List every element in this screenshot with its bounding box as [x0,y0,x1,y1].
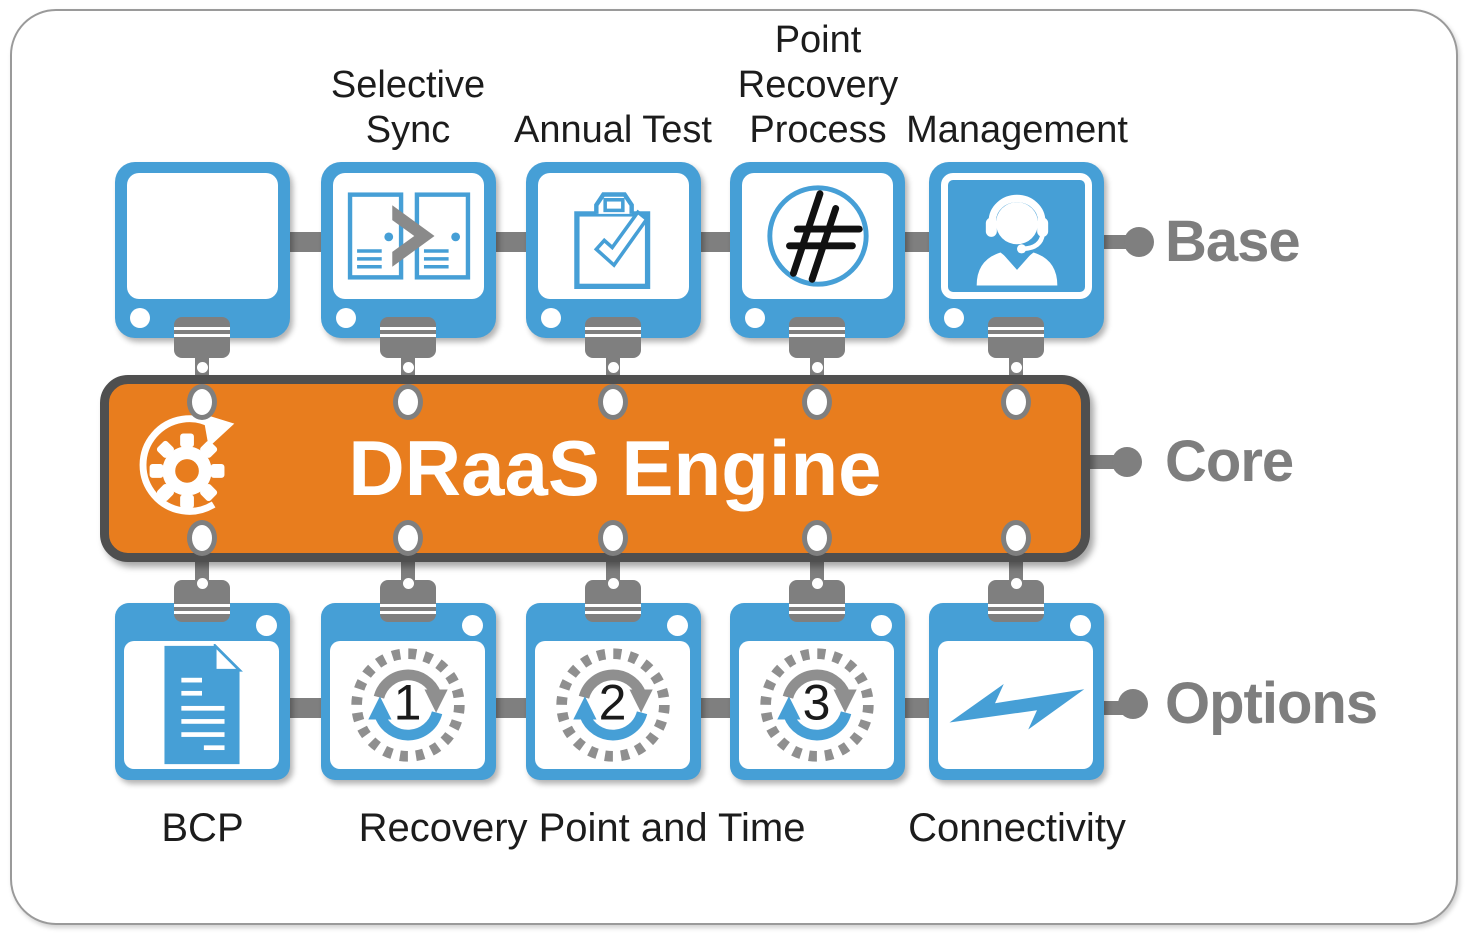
card-indicator-dot [462,615,483,636]
point-recovery-icon [766,185,869,287]
clamp-connector [988,317,1044,358]
selective-sync-icon [347,192,470,280]
connector-base-label [1100,235,1128,249]
label-recovery-point-and-time: Recovery Point and Time [358,806,806,850]
card-recovery-1: 1 [321,603,496,780]
card-recovery-2: 2 [526,603,701,780]
annual-test-icon [573,192,650,289]
connector-base-2-3 [489,232,533,252]
recovery-step-number: 1 [393,674,422,731]
clamp-connector [585,317,641,358]
row-label-base: Base [1165,209,1301,274]
clamp-connector [380,317,436,358]
device-annual-test [526,162,701,338]
card-connectivity [929,603,1104,780]
device-indicator-dot [130,308,150,328]
recovery-cycle-icon [759,648,874,762]
device-selective-sync [321,162,496,338]
recovery-cycle-icon [555,648,670,762]
row-label-options: Options [1165,671,1378,736]
base-dot [1124,227,1154,257]
connector-base-3-4 [694,232,738,252]
clamp-connector [174,317,230,358]
label-point-recovery-process: Point Recovery Process [737,19,899,151]
device-indicator-dot [745,308,765,328]
device-indicator-dot [944,308,964,328]
device-base-blank [115,162,290,338]
card-bcp [115,603,290,780]
recovery-step-number: 3 [802,674,831,731]
connector-opt-2-3 [489,698,533,718]
options-dot [1118,689,1148,719]
connector-opt-3-4 [694,698,738,718]
label-bcp: BCP [161,806,244,850]
card-indicator-dot [871,615,892,636]
row-label-core: Core [1165,429,1294,494]
connector-opt-1-2 [283,698,327,718]
label-annual-test: Annual Test [514,109,712,151]
gear-sync-icon [124,402,254,537]
core-dot [1112,447,1142,477]
bcp-document-icon [163,644,243,765]
support-agent-icon [976,194,1057,286]
device-management [929,162,1104,338]
label-connectivity: Connectivity [908,806,1126,850]
core-engine-title: DRaaS Engine [348,424,882,512]
connector-base-1-2 [283,232,327,252]
core-engine-bar [100,375,1090,562]
recovery-step-number: 2 [598,674,627,731]
clamp-connector [789,317,845,358]
card-indicator-dot [1070,615,1091,636]
device-indicator-dot [541,308,561,328]
label-selective-sync: Selective Sync [330,64,486,151]
card-indicator-dot [667,615,688,636]
lightning-icon [949,684,1084,730]
connector-core-label [1086,455,1116,469]
device-indicator-dot [336,308,356,328]
blank-screen [127,173,278,299]
card-recovery-3: 3 [730,603,905,780]
label-management: Management [906,109,1128,151]
card-indicator-dot [256,615,277,636]
device-point-recovery [730,162,905,338]
recovery-cycle-icon [350,648,465,762]
